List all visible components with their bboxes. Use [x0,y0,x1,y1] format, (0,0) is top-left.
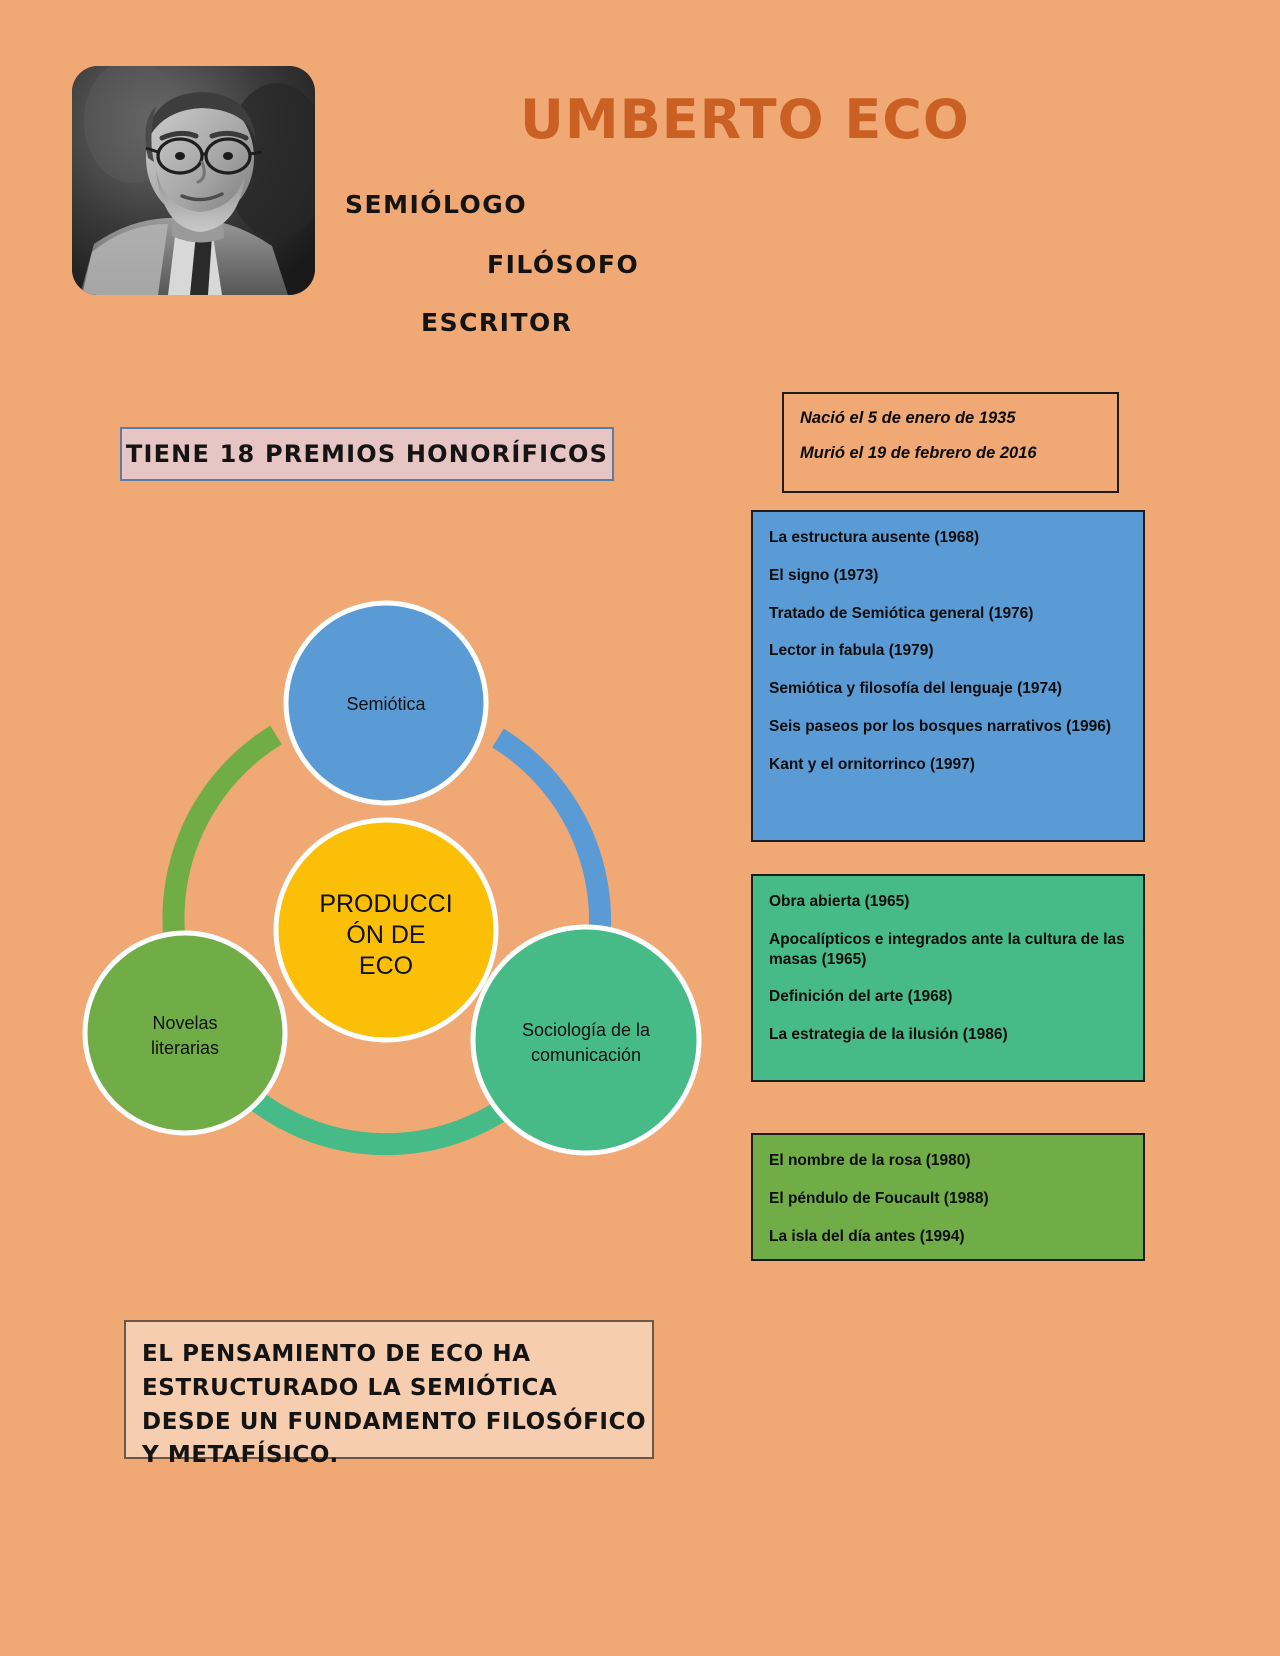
diagram-node-sociologia: Sociología de la comunicación [470,924,702,1156]
center-label-line3: ECO [359,952,413,980]
work-item: Definición del arte (1968) [769,988,953,1006]
conclusion-box: EL PENSAMIENTO DE ECO HA ESTRUCTURADO LA… [124,1320,654,1468]
node-label-sociologia-line1: Sociología de la [522,1020,651,1040]
work-item: El péndulo de Foucault (1988) [769,1189,989,1207]
center-label-line2: ÓN DE [346,920,425,949]
work-item: Tratado de Semiótica general (1976) [769,604,1034,622]
page-title: UMBERTO ECO [520,88,970,151]
center-label-line1: PRODUCCI [319,890,452,918]
birth-date: Nació el 5 de enero de 1935 [800,409,1016,427]
work-item: El nombre de la rosa (1980) [769,1152,971,1169]
work-item: Lector in fabula (1979) [769,642,934,660]
role-escritor: ESCRITOR [421,308,573,337]
role-semiologo: SEMIÓLOGO [345,190,528,219]
arc-teal [232,1078,540,1156]
work-item: Semiótica y filosofía del lenguaje (1974… [769,680,1062,698]
conclusion-line: ESTRUCTURADO LA SEMIÓTICA [142,1374,558,1401]
node-label-sociologia-line2: comunicación [531,1045,641,1065]
work-item: El signo (1973) [769,566,879,584]
life-dates-box: Nació el 5 de enero de 1935 Murió el 19 … [782,392,1119,493]
work-item: Obra abierta (1965) [769,893,910,910]
node-label-novelas-line1: Novelas [152,1013,217,1033]
portrait-image [72,66,315,295]
umberto-eco-portrait [72,66,315,295]
production-cycle-diagram: Semiótica Sociología de la comunicación … [80,575,730,1165]
death-date: Murió el 19 de febrero de 2016 [800,444,1037,462]
conclusion-line: Y METAFÍSICO. [142,1442,339,1469]
awards-banner: TIENE 18 PREMIOS HONORÍFICOS [120,427,614,481]
works-list-semiotica: La estructura ausente (1968) El signo (1… [751,510,1145,842]
diagram-node-novelas: Novelas literarias [82,930,288,1136]
works-list-sociologia: Obra abierta (1965) Apocalípticos e inte… [751,874,1145,1082]
node-label-semiotica: Semiótica [346,694,426,714]
diagram-node-semiotica: Semiótica [283,600,489,806]
works-list-novelas: El nombre de la rosa (1980) El péndulo d… [751,1133,1145,1261]
work-item: La estrategia de la ilusión (1986) [769,1026,1008,1044]
conclusion-line: DESDE UN FUNDAMENTO FILOSÓFICO [142,1408,647,1435]
work-item: Apocalípticos e integrados ante la cultu… [769,930,1125,968]
node-label-novelas-line2: literarias [151,1038,219,1058]
work-item: Seis paseos por los bosques narrativos (… [769,718,1111,736]
diagram-center-node: PRODUCCI ÓN DE ECO [273,817,499,1043]
work-item: Kant y el ornitorrinco (1997) [769,755,975,773]
role-filosofo: FILÓSOFO [487,250,640,279]
work-item: La estructura ausente (1968) [769,529,980,546]
conclusion-line: EL PENSAMIENTO DE ECO HA [142,1341,531,1367]
awards-label: TIENE 18 PREMIOS HONORÍFICOS [125,440,609,468]
work-item: La isla del día antes (1994) [769,1227,965,1245]
